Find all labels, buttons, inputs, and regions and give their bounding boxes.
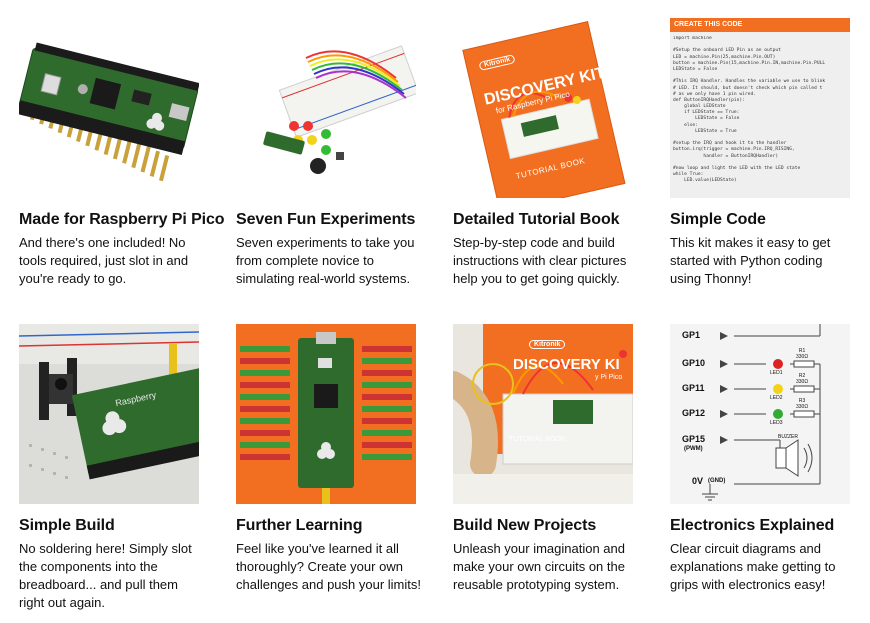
building-projects-image: Kitronik DISCOVERY KI y Pi Pico TUTORIAL…: [453, 324, 633, 504]
code-line: button.irq(trigger = machine.Pin.IRQ_RIS…: [673, 147, 795, 153]
code-listing-image: CREATE THIS CODE import machine #Setup th…: [670, 18, 850, 198]
code-line: LEDState = False: [673, 116, 740, 122]
code-line: LEDState = True: [673, 128, 737, 134]
feature-description: This kit makes it easy to get started wi…: [670, 235, 831, 286]
pico-board-image: [19, 18, 199, 198]
pin-label-gp1: GP1: [682, 330, 701, 340]
book-title: DISCOVERY KI: [513, 356, 620, 373]
book-subtitle: y Pi Pico: [595, 374, 623, 381]
code-line: else:: [673, 122, 698, 128]
pin-label-gp15: GP15: [682, 434, 706, 444]
code-line: #now loop and light the LED with the LED…: [673, 165, 801, 171]
tutorial-book-image: Kitronik DISCOVERY KIT for Raspberry Pi …: [453, 18, 633, 198]
breadboard-closeup-image: Raspberry: [19, 324, 199, 504]
feature-title: Further Learning: [236, 517, 363, 534]
feature-description: Feel like you've learned it all thorough…: [236, 541, 421, 592]
feature-title: Build New Projects: [453, 517, 597, 534]
code-line: LED = machine.Pin(25,machine.Pin.OUT): [673, 54, 776, 60]
pin-label-gp12: GP12: [682, 408, 706, 418]
feature-title: Simple Build: [19, 517, 115, 534]
code-line: #Setup the onboard LED Pin as an output: [673, 48, 781, 54]
kit-components-image: [236, 18, 416, 198]
code-header: CREATE THIS CODE: [670, 18, 850, 32]
feature-description: Clear circuit diagrams and explanations …: [670, 541, 836, 592]
code-line: # LED. It should, but doesn't check whic…: [673, 85, 823, 91]
pin-label-0v: 0V: [692, 476, 704, 486]
feature-title: Detailed Tutorial Book: [453, 211, 620, 228]
feature-description: Unleash your imagination and make your o…: [453, 541, 625, 592]
code-line: import machine: [673, 36, 712, 41]
led-label-3: LED3: [770, 420, 783, 426]
circuit-diagram-image: GP1 GP10 GP11 GP12 GP15 (PWM) 0V (GND) L…: [670, 324, 850, 504]
feature-title: Seven Fun Experiments: [236, 211, 416, 228]
code-line: def ButtonIRQHandler(pin):: [673, 97, 745, 103]
buzzer-label: BUZZER: [778, 434, 798, 440]
code-line: # as we only have 1 pin wired.: [673, 91, 756, 97]
feature-title: Electronics Explained: [670, 517, 835, 534]
code-body: import machine #Setup the onboard LED Pin…: [673, 36, 850, 185]
feature-title: Made for Raspberry Pi Pico: [19, 211, 225, 228]
code-line: #This IRQ Handler. Handles the variable …: [673, 79, 826, 85]
pinout-diagram-image: [236, 324, 416, 504]
code-line: while True:: [673, 172, 704, 178]
pin-label-gnd: (GND): [708, 478, 726, 484]
code-line: handler = ButtonIRQHandler): [673, 153, 779, 159]
feature-description: No soldering here! Simply slot the compo…: [19, 541, 192, 610]
pin-label-gp10: GP10: [682, 358, 706, 368]
pin-label-gp11: GP11: [682, 383, 705, 393]
code-line: if LEDState == True:: [673, 110, 740, 116]
feature-description: Seven experiments to take you from compl…: [236, 235, 415, 286]
feature-description: Step-by-step code and build instructions…: [453, 235, 627, 286]
code-line: LEDState = False: [673, 66, 718, 72]
code-line: button = machine.Pin(15,machine.Pin.IN,m…: [673, 60, 826, 66]
code-line: global LEDState: [673, 104, 726, 110]
feature-description: And there's one included! No tools requi…: [19, 235, 189, 286]
led-label-2: LED2: [770, 395, 783, 401]
code-line: #setup the IRQ and hook it to the handle…: [673, 141, 787, 147]
book-footer: TUTORIAL BOOK: [509, 436, 566, 443]
led-label-1: LED1: [770, 370, 783, 376]
book-brand: Kitronik: [529, 340, 566, 349]
pin-label-pwm: (PWM): [684, 446, 703, 452]
feature-title: Simple Code: [670, 211, 766, 228]
code-line: LED.value(LEDState): [673, 178, 737, 184]
